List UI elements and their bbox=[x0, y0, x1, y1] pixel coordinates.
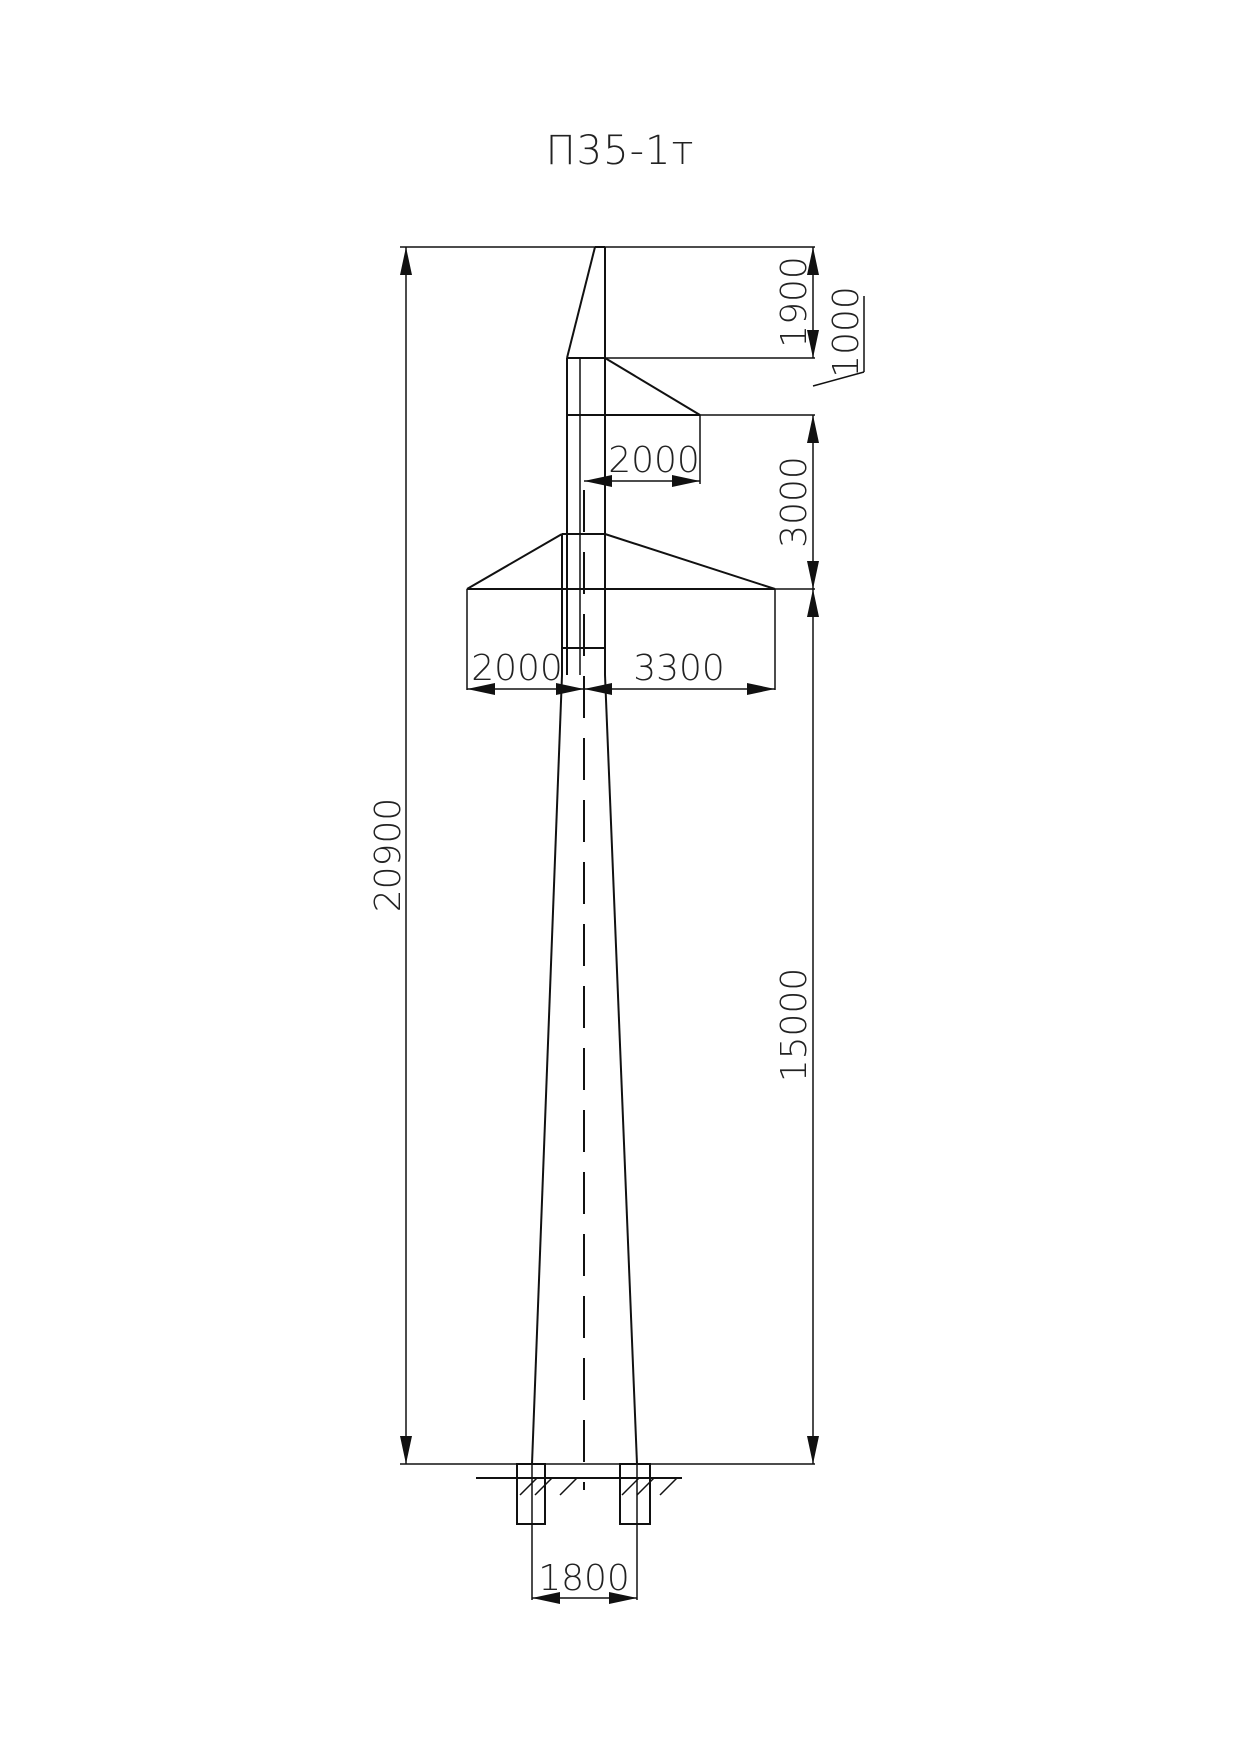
extension-lines bbox=[400, 246, 865, 1600]
dim-base-width: 1800 bbox=[538, 1558, 630, 1599]
drawing-title: П35-1т bbox=[545, 128, 695, 174]
tower-structure bbox=[466, 246, 776, 1490]
dim-top-segment: 1900 bbox=[774, 256, 815, 348]
dim-lower-arm-right: 3300 bbox=[633, 648, 725, 689]
dim-lower-arm-left: 2000 bbox=[471, 648, 563, 689]
dim-lower-height: 15000 bbox=[774, 968, 815, 1083]
dim-arm-spacing: 3000 bbox=[774, 456, 815, 548]
ground-foundation bbox=[476, 1463, 682, 1525]
dim-upper-arm-reach: 2000 bbox=[608, 440, 700, 481]
dimension-lines bbox=[400, 247, 819, 1604]
dim-total-height: 20900 bbox=[368, 798, 409, 913]
dim-offset: 1000 bbox=[826, 286, 867, 378]
